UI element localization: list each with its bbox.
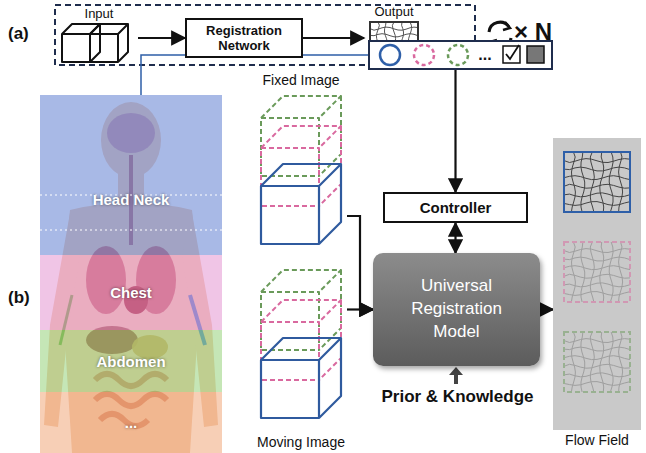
- connector-arrow: [347, 216, 373, 310]
- connector-arrow: [141, 55, 368, 95]
- node-box: Controller: [383, 192, 528, 223]
- body-region-band: Chest: [40, 255, 222, 330]
- node-label: Input: [40, 6, 158, 21]
- mode-icons: [500, 42, 545, 68]
- node-label: Moving Image: [235, 434, 367, 450]
- node-label: Head Neck: [93, 191, 170, 208]
- node-label: Abdomen: [96, 353, 165, 370]
- node-label: Controller: [420, 199, 492, 216]
- connector-arrow: [454, 70, 456, 192]
- node-label: Fixed Image: [235, 72, 367, 88]
- node-box: Moving Image: [255, 268, 347, 450]
- node-label: ...: [125, 414, 138, 431]
- connector-arrow: [454, 223, 456, 253]
- node-label: Flow Field: [533, 432, 646, 448]
- free-label: (a): [8, 24, 29, 44]
- body-region-band: Abdomen: [40, 330, 222, 392]
- node-box: Flow Field: [553, 138, 641, 430]
- node-label: Registration Network: [193, 23, 295, 53]
- node-box: Registration Network: [185, 18, 303, 58]
- node-graphic: [255, 268, 347, 450]
- node-box: Fixed Image: [255, 74, 347, 246]
- node-label: Output: [344, 4, 444, 19]
- node-box: Universal Registration Model: [373, 253, 540, 366]
- body-region-band: Head Neck: [40, 95, 222, 255]
- node-graphic: [553, 138, 641, 430]
- free-label: (b): [8, 288, 30, 308]
- node-box: Input: [60, 8, 138, 62]
- body-region-band: ...: [40, 392, 222, 453]
- connector-arrow: [138, 37, 185, 39]
- free-label: Prior & Knowledge: [375, 387, 540, 407]
- node-label: Chest: [110, 284, 152, 301]
- mode-circles: [376, 42, 470, 68]
- connector-arrow: [303, 37, 364, 39]
- node-label: Universal Registration Model: [391, 275, 522, 344]
- connector-arrow: [347, 308, 373, 310]
- connector-arrow: [540, 308, 553, 310]
- prior-arrow: [449, 367, 463, 384]
- free-label: × N: [514, 18, 552, 46]
- node-graphic: [255, 74, 347, 246]
- node-label: ...: [478, 46, 491, 64]
- node-graphic: [40, 95, 222, 255]
